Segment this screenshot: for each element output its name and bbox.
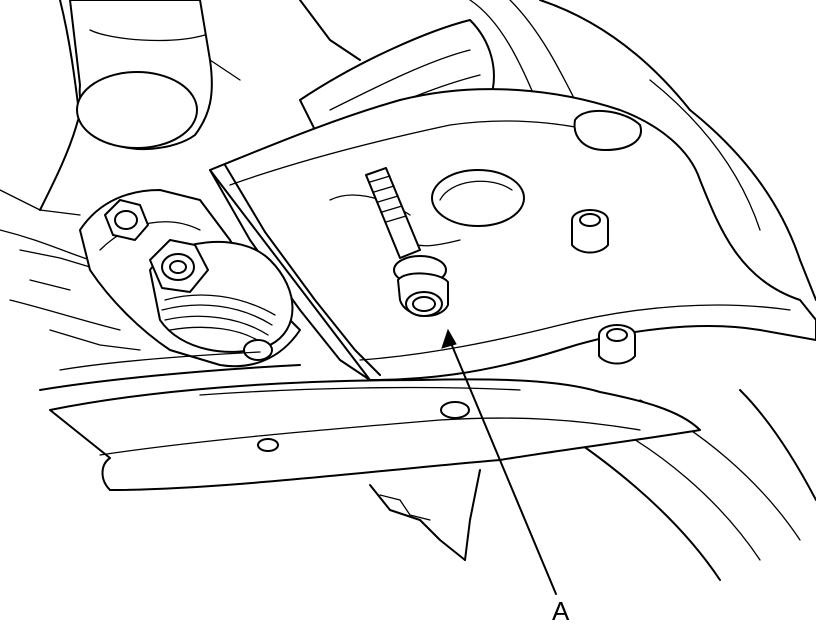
stud-upper xyxy=(571,209,609,254)
round-boss xyxy=(573,109,642,151)
lug xyxy=(243,339,273,361)
stud-lower xyxy=(598,324,636,365)
engine-mount xyxy=(79,189,301,368)
mount-hole-1 xyxy=(440,401,470,419)
leader-line xyxy=(447,335,557,595)
hex-bolt-center xyxy=(149,239,209,293)
hex-bolt-left xyxy=(104,199,149,241)
lower-crossmember xyxy=(39,351,701,561)
nut-and-washer xyxy=(365,167,449,317)
mount-hole-2 xyxy=(257,438,279,452)
socket-tool xyxy=(69,0,213,151)
oval-opening xyxy=(431,169,525,227)
callout-leader xyxy=(441,328,557,595)
callout-label-a: A xyxy=(552,596,570,626)
arrowhead-icon xyxy=(441,328,457,349)
subframe-bracket xyxy=(209,88,816,381)
